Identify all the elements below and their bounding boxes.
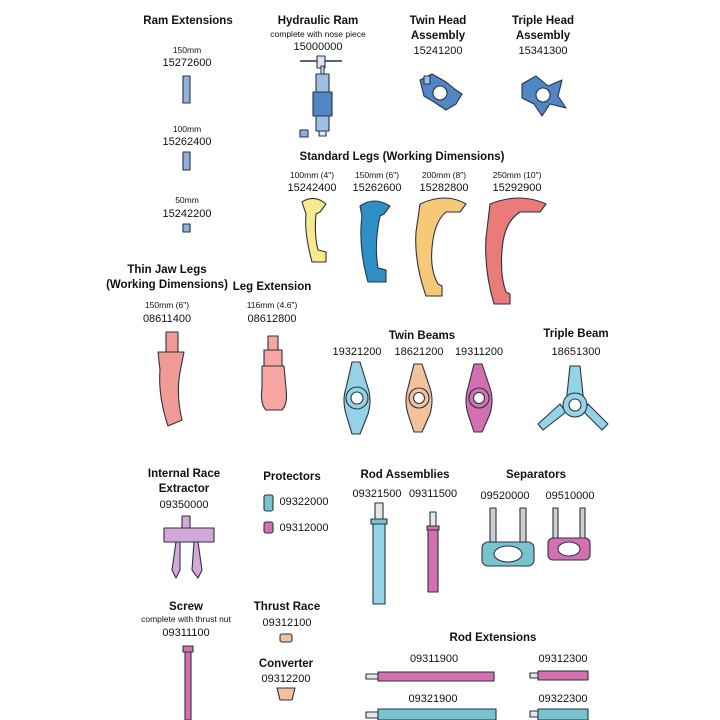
twin-beam-1-part — [343, 361, 371, 435]
triple-head-title-1: Triple Head — [512, 15, 574, 27]
rod-assemblies-title: Rod Assemblies — [360, 469, 450, 481]
separators-title: Separators — [505, 469, 567, 481]
leg-extension-part — [260, 335, 288, 411]
separator-2-code: 09510000 — [545, 490, 595, 502]
hydraulic-ram-code: 15000000 — [293, 41, 343, 53]
thin-jaw-leg-part — [157, 331, 185, 427]
rod-extension-2-part — [529, 670, 589, 681]
rod-assembly-2-code: 09311500 — [408, 488, 458, 500]
thin-jaw-legs-code: 08611400 — [142, 313, 192, 325]
rod-extension-4-code: 09322300 — [538, 693, 588, 705]
standard-leg-100-code: 15242400 — [287, 182, 337, 194]
screw-part — [182, 645, 194, 720]
ram-extensions-title: Ram Extensions — [143, 15, 233, 27]
thin-jaw-legs-size: 150mm (6") — [144, 300, 190, 310]
twin-beam-1-code: 19321200 — [332, 346, 382, 358]
standard-leg-200-part — [415, 197, 467, 297]
internal-race-extractor-part — [163, 515, 215, 579]
triple-beam-part — [537, 365, 609, 431]
hydraulic-ram-title: Hydraulic Ram — [277, 15, 359, 27]
ram-extension-150-part — [182, 75, 191, 104]
triple-beam-title: Triple Beam — [543, 328, 609, 340]
protector-2-code: 09312000 — [279, 522, 329, 534]
standard-leg-250-part — [485, 197, 547, 305]
thin-jaw-legs-title-2: (Working Dimensions) — [106, 279, 228, 291]
rod-extension-3-code: 09321900 — [408, 693, 458, 705]
hydraulic-ram-part — [299, 55, 342, 138]
twin-beam-3-code: 19311200 — [454, 346, 504, 358]
screw-note: complete with thrust nut — [141, 614, 231, 624]
separator-1-code: 09520000 — [480, 490, 530, 502]
ram-extension-100-part — [182, 151, 191, 171]
ram-extension-150-size: 150mm — [172, 45, 202, 55]
protector-1-part — [263, 494, 274, 512]
protectors-title: Protectors — [263, 471, 321, 483]
thin-jaw-legs-title-1: Thin Jaw Legs — [127, 264, 207, 276]
twin-beams-title: Twin Beams — [388, 330, 456, 342]
converter-title: Converter — [258, 658, 314, 670]
triple-head-title-2: Assembly — [515, 30, 571, 42]
standard-leg-150-size: 150mm (6") — [354, 170, 400, 180]
standard-legs-title: Standard Legs (Working Dimensions) — [299, 151, 505, 163]
rod-extension-1-part — [365, 671, 495, 682]
ram-extension-100-code: 15262400 — [162, 136, 212, 148]
rod-extensions-title: Rod Extensions — [449, 632, 537, 644]
thrust-race-code: 09312100 — [262, 617, 312, 629]
leg-extension-title: Leg Extension — [232, 281, 312, 293]
standard-leg-100-part — [301, 197, 327, 263]
standard-leg-150-code: 15262600 — [352, 182, 402, 194]
screw-title: Screw — [169, 601, 203, 613]
protector-1-code: 09322000 — [279, 496, 329, 508]
twin-beam-2-code: 18621200 — [394, 346, 444, 358]
standard-leg-200-size: 200mm (8") — [421, 170, 467, 180]
rod-extension-1-code: 09311900 — [409, 653, 459, 665]
twin-head-title-2: Assembly — [410, 30, 466, 42]
converter-code: 09312200 — [261, 673, 311, 685]
separator-2-part — [547, 507, 591, 561]
rod-extension-4-part — [529, 708, 589, 720]
leg-extension-code: 08612800 — [247, 313, 297, 325]
ram-extension-50-part — [182, 223, 191, 233]
triple-head-assembly-part — [521, 75, 567, 117]
leg-extension-size: 116mm (4.6") — [246, 300, 298, 310]
triple-beam-code: 18651300 — [551, 346, 601, 358]
protector-2-part — [263, 521, 274, 534]
twin-beam-3-part — [465, 363, 493, 433]
standard-leg-100-size: 100mm (4") — [289, 170, 335, 180]
twin-head-code: 15241200 — [413, 45, 463, 57]
twin-beam-2-part — [405, 363, 433, 433]
internal-race-extractor-code: 09350000 — [159, 499, 209, 511]
ram-extension-100-size: 100mm — [172, 124, 202, 134]
standard-leg-150-part — [359, 200, 391, 283]
ram-extension-50-code: 15242200 — [162, 208, 212, 220]
standard-leg-250-size: 250mm (10") — [492, 170, 542, 180]
thrust-race-title: Thrust Race — [253, 601, 321, 613]
rod-assembly-1-code: 09321500 — [352, 488, 402, 500]
twin-head-assembly-part — [419, 73, 463, 111]
ram-extension-50-size: 50mm — [175, 195, 199, 205]
hydraulic-ram-note: complete with nose piece — [270, 29, 366, 39]
rod-assembly-2-part — [426, 511, 440, 593]
separator-1-part — [481, 507, 535, 567]
thrust-race-part — [279, 633, 293, 643]
internal-race-extractor-title-2: Extractor — [158, 483, 210, 495]
standard-leg-250-code: 15292900 — [492, 182, 542, 194]
rod-extension-2-code: 09312300 — [538, 653, 588, 665]
triple-head-code: 15341300 — [518, 45, 568, 57]
ram-extension-150-code: 15272600 — [162, 57, 212, 69]
rod-assembly-1-part — [370, 502, 388, 605]
rod-extension-3-part — [365, 708, 497, 720]
internal-race-extractor-title-1: Internal Race — [147, 468, 221, 480]
converter-part — [276, 687, 296, 701]
screw-code: 09311100 — [162, 627, 210, 639]
twin-head-title-1: Twin Head — [409, 15, 467, 27]
standard-leg-200-code: 15282800 — [419, 182, 469, 194]
